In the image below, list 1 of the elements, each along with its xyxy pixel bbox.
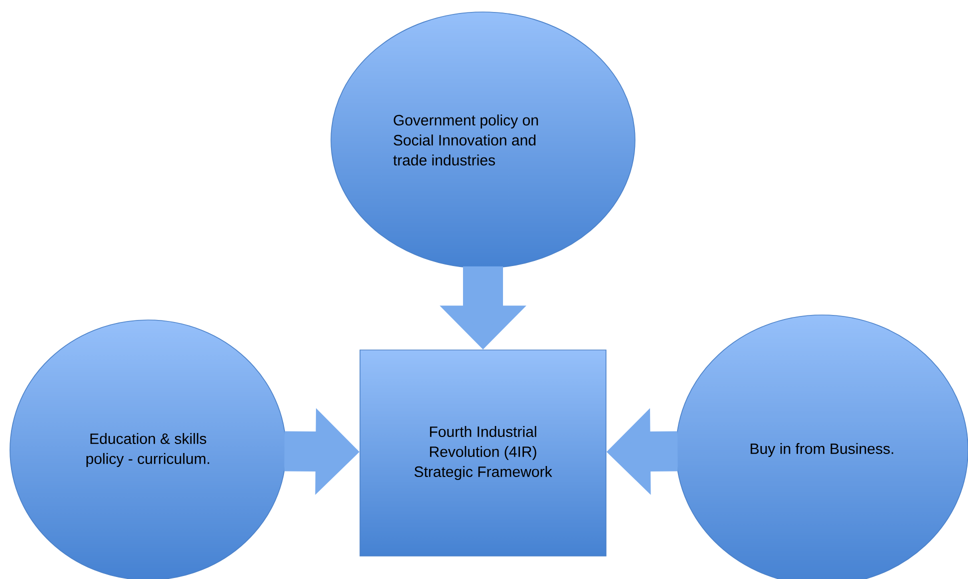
framework-box: Fourth Industrial Revolution (4IR) Strategic Framework [360, 350, 606, 556]
